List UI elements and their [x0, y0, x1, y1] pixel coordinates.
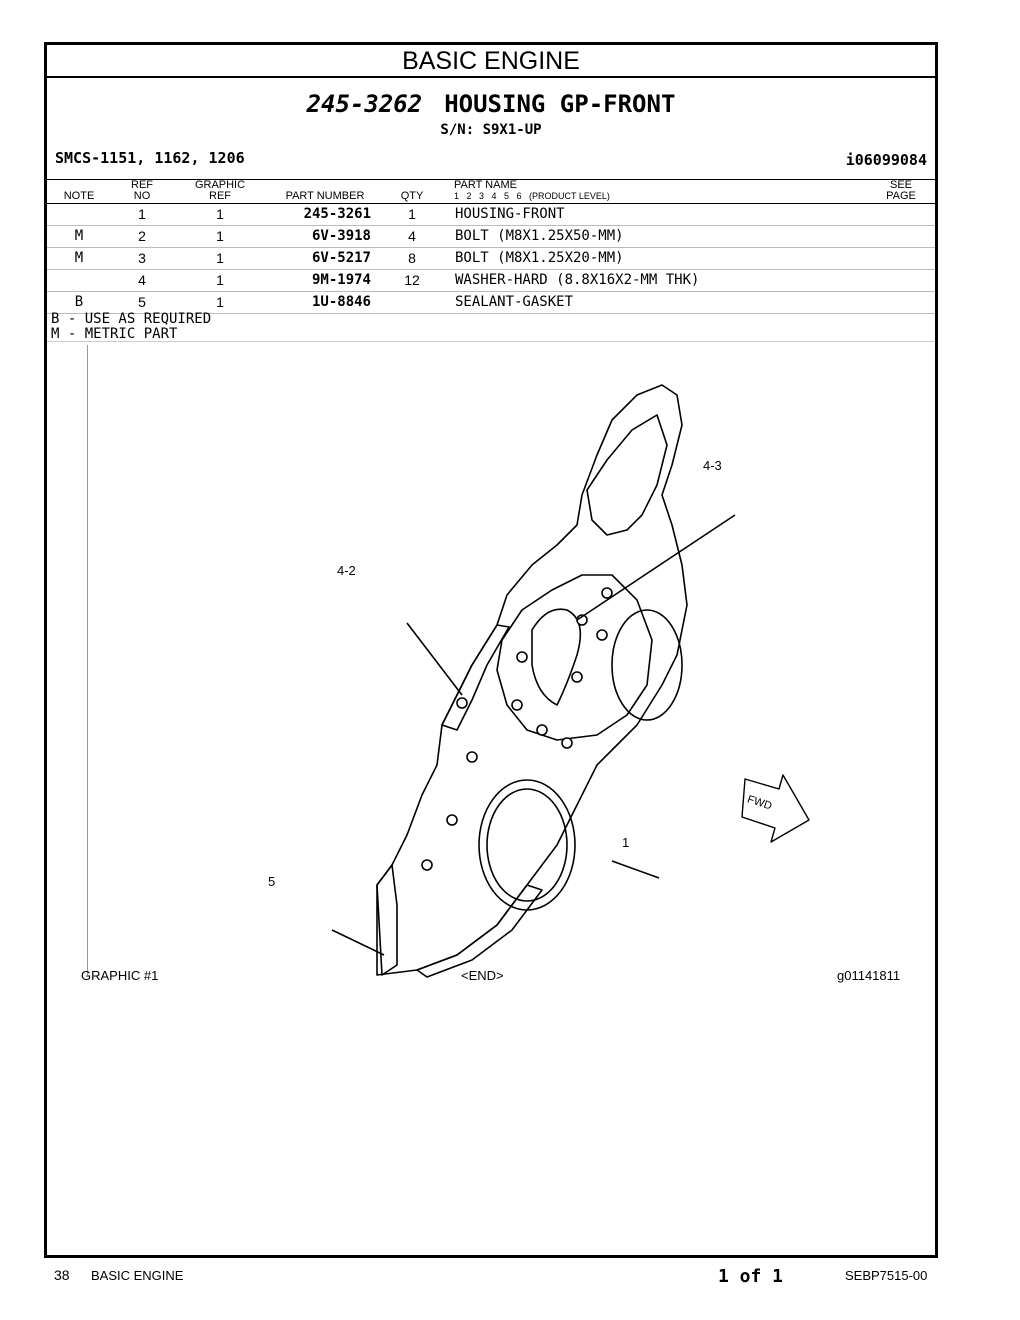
leader-5 — [331, 929, 385, 956]
col-product-levels: 1 2 3 4 5 6 (PRODUCT LEVEL) — [454, 191, 610, 201]
col-graphic-top: GRAPHIC — [194, 179, 246, 191]
parts-table: 1 1 245-3261 1 HOUSING-FRONT M 2 1 6V-39… — [47, 204, 935, 314]
cell-part-name: WASHER-HARD (8.8X16X2-MM THK) — [455, 272, 700, 288]
cell-graphic-ref: 1 — [216, 228, 224, 244]
crank-seal-bore-inner — [486, 788, 568, 902]
cell-part-name: BOLT (M8X1.25X20-MM) — [455, 250, 624, 266]
right-bore — [611, 609, 683, 721]
column-headers: NOTE REF NO GRAPHIC REF PART NUMBER QTY … — [47, 179, 935, 204]
group-part-number: 245-3262 — [306, 90, 423, 118]
gear-slot — [531, 608, 582, 706]
footer-page-number: 38 — [54, 1267, 70, 1283]
col-see-top: SEE — [889, 179, 912, 191]
bolt-group — [421, 587, 613, 871]
cell-graphic-ref: 1 — [216, 250, 224, 266]
cell-ref: 3 — [138, 250, 146, 266]
col-graphic-bottom: REF — [209, 190, 231, 202]
cell-note: M — [74, 228, 84, 244]
cell-ref: 4 — [138, 272, 146, 288]
cell-part-number: 1U-8846 — [311, 294, 371, 310]
cell-qty: 1 — [408, 206, 416, 222]
crank-seal-bore — [478, 779, 576, 911]
bolt — [571, 671, 583, 683]
col-see-bottom: PAGE — [886, 190, 916, 202]
illustration-id: i06099084 — [845, 151, 927, 169]
graphic-guide-line — [87, 345, 88, 975]
cell-qty: 4 — [408, 228, 416, 244]
left-flange — [441, 624, 510, 731]
col-ref-top: REF — [131, 179, 153, 191]
callout-1: 1 — [622, 835, 630, 850]
table-row: M 3 1 6V-5217 8 BOLT (M8X1.25X20-MM) — [47, 248, 935, 270]
leader-1 — [611, 860, 660, 879]
footer-doc-id: SEBP7515-00 — [845, 1268, 928, 1283]
col-note: NOTE — [63, 190, 95, 202]
col-part-name: PART NAME — [454, 179, 517, 191]
end-marker: <END> — [461, 968, 504, 983]
upper-cavity — [586, 414, 668, 536]
col-part-number: PART NUMBER — [285, 190, 365, 202]
cell-part-name: SEALANT-GASKET — [455, 294, 574, 310]
housing-illustration — [331, 384, 810, 978]
cell-part-number: 6V-5217 — [311, 250, 371, 266]
cell-qty: 8 — [408, 250, 416, 266]
bolt — [456, 697, 468, 709]
cell-part-number: 245-3261 — [303, 206, 371, 222]
legend-divider — [47, 341, 935, 342]
cell-part-name: BOLT (M8X1.25X50-MM) — [455, 228, 624, 244]
smcs-codes: SMCS-1151, 1162, 1206 — [55, 149, 245, 167]
callout-4-3: 4-3 — [703, 458, 722, 473]
table-row: 1 1 245-3261 1 HOUSING-FRONT — [47, 204, 935, 226]
legend-item-m: M - METRIC PART — [51, 326, 178, 342]
table-row: 4 1 9M-1974 12 WASHER-HARD (8.8X16X2-MM … — [47, 270, 935, 292]
leader-4-2 — [406, 622, 463, 696]
cell-graphic-ref: 1 — [216, 206, 224, 222]
group-header: 245-3262 HOUSING GP-FRONT S/N: S9X1-UP SM… — [47, 78, 935, 180]
table-row: B 5 1 1U-8846 SEALANT-GASKET — [47, 292, 935, 314]
legend-item-b: B - USE AS REQUIRED — [51, 311, 212, 327]
bolt — [601, 587, 613, 599]
fwd-arrow-icon — [741, 774, 810, 843]
cell-part-number: 9M-1974 — [311, 272, 371, 288]
col-ref-bottom: NO — [133, 190, 151, 202]
graphic-id: g01141811 — [837, 968, 901, 983]
bottom-flange — [416, 884, 543, 978]
callout-5: 5 — [268, 874, 276, 889]
section-title: BASIC ENGINE — [47, 45, 935, 78]
cell-ref: 1 — [138, 206, 146, 222]
bolt — [511, 699, 523, 711]
bolt — [536, 724, 548, 736]
cell-note: M — [74, 250, 84, 266]
group-title: 245-3262 HOUSING GP-FRONT — [47, 90, 935, 118]
cell-ref: 2 — [138, 228, 146, 244]
bolt — [561, 737, 573, 749]
footer-section: BASIC ENGINE — [91, 1268, 184, 1283]
cell-ref: 5 — [138, 294, 146, 310]
group-name: HOUSING GP-FRONT — [444, 90, 676, 118]
callout-4-2: 4-2 — [337, 563, 356, 578]
footer-page-count: 1 of 1 — [718, 1266, 784, 1287]
bolt — [516, 651, 528, 663]
page-frame: BASIC ENGINE 245-3262 HOUSING GP-FRONT S/… — [44, 42, 938, 1258]
leader-4-3 — [576, 514, 736, 621]
cell-qty: 12 — [404, 272, 420, 288]
graphic-caption: GRAPHIC #1 — [81, 968, 159, 983]
col-qty: QTY — [400, 190, 424, 202]
inner-opening — [496, 574, 653, 741]
cell-graphic-ref: 1 — [216, 272, 224, 288]
cell-part-number: 6V-3918 — [311, 228, 371, 244]
bolt — [466, 751, 478, 763]
bolt — [446, 814, 458, 826]
cell-note: B — [74, 294, 84, 310]
serial-number: S/N: S9X1-UP — [440, 122, 542, 138]
cell-part-name: HOUSING-FRONT — [455, 206, 565, 222]
notes-legend: B - USE AS REQUIRED M - METRIC PART — [51, 312, 211, 342]
bolt — [596, 629, 608, 641]
gasket-strip — [376, 864, 398, 976]
table-row: M 2 1 6V-3918 4 BOLT (M8X1.25X50-MM) — [47, 226, 935, 248]
cell-graphic-ref: 1 — [216, 294, 224, 310]
bolt — [421, 859, 433, 871]
